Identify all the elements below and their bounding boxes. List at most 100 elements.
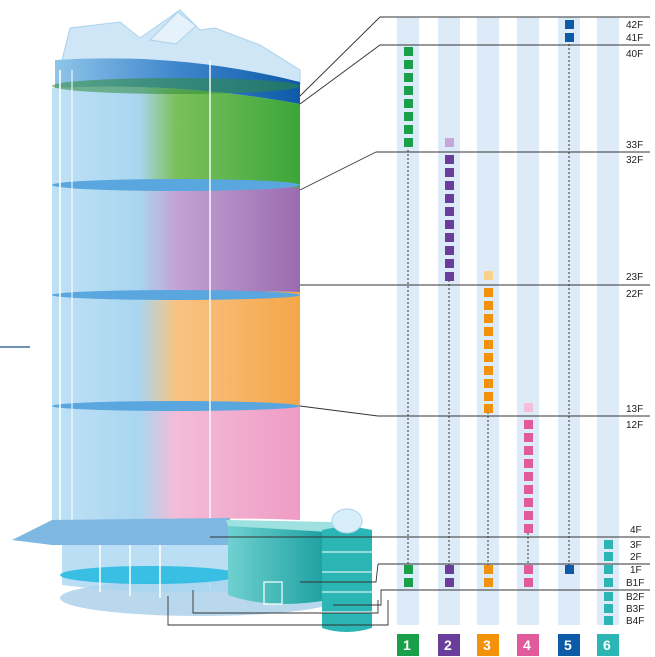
badge-2	[438, 634, 460, 656]
badge-6	[597, 634, 619, 656]
stop	[524, 403, 533, 412]
podium-front	[228, 520, 328, 604]
stop	[604, 552, 613, 561]
label-b2f: B2F	[626, 592, 644, 603]
badge-5	[558, 634, 580, 656]
stop	[445, 233, 454, 242]
stop	[524, 511, 533, 520]
label-1f: 1F	[630, 565, 642, 576]
label-33f: 33F	[626, 140, 643, 151]
leader-40f	[299, 44, 397, 105]
stops-3	[484, 271, 493, 587]
stops-4	[524, 403, 533, 587]
bank-badges: 1 2 3 4 5 6	[397, 634, 619, 656]
label-12f: 12F	[626, 420, 643, 431]
floor-labels: 42F 41F 40F 33F 32F 23F 22F 13F 12F 4F 3…	[626, 20, 644, 627]
label-2f: 2F	[630, 552, 642, 563]
badge-5-number: 5	[564, 637, 572, 653]
stop	[524, 565, 533, 574]
badge-1	[397, 634, 419, 656]
stop	[524, 472, 533, 481]
floor-plate	[52, 290, 300, 300]
stop	[484, 340, 493, 349]
stop	[524, 498, 533, 507]
badge-4	[517, 634, 539, 656]
leader-b1f	[333, 589, 390, 606]
roof-fin	[148, 11, 197, 45]
stop	[524, 420, 533, 429]
label-41f: 41F	[626, 33, 643, 44]
floor-plate	[52, 401, 300, 411]
label-b1f: B1F	[626, 578, 644, 589]
stop	[404, 578, 413, 587]
stop	[484, 271, 493, 280]
floor-rules	[167, 16, 650, 626]
stop	[445, 168, 454, 177]
stop	[484, 301, 493, 310]
lobby-canopy	[12, 518, 230, 545]
stop	[404, 73, 413, 82]
shaft-bg-1	[397, 17, 419, 625]
stop	[404, 565, 413, 574]
stop	[404, 47, 413, 56]
stop	[404, 86, 413, 95]
stop	[404, 60, 413, 69]
stop	[524, 578, 533, 587]
stop	[484, 353, 493, 362]
stop	[484, 288, 493, 297]
stop	[604, 578, 613, 587]
stop	[484, 327, 493, 336]
stop	[445, 578, 454, 587]
stop	[524, 485, 533, 494]
stop	[484, 314, 493, 323]
leader-32f	[299, 151, 377, 191]
travel-lines	[407, 44, 570, 566]
stop	[445, 181, 454, 190]
shaft-bg-6	[597, 17, 619, 625]
badge-1-number: 1	[403, 637, 411, 653]
stop	[445, 246, 454, 255]
zone-pink	[52, 404, 300, 526]
label-22f: 22F	[626, 289, 643, 300]
label-32f: 32F	[626, 155, 643, 166]
building-illustration	[0, 9, 372, 632]
stop	[524, 446, 533, 455]
stop	[445, 207, 454, 216]
floor-plate	[52, 78, 300, 94]
leader-base	[167, 596, 389, 626]
label-13f: 13F	[626, 404, 643, 415]
badge-4-number: 4	[523, 637, 531, 653]
stops-6	[604, 540, 613, 625]
stop	[445, 259, 454, 268]
stop	[445, 220, 454, 229]
podium-tower	[322, 527, 372, 632]
stop	[484, 379, 493, 388]
stop	[565, 33, 574, 42]
badge-6-number: 6	[603, 637, 611, 653]
stop	[445, 194, 454, 203]
label-b3f: B3F	[626, 604, 644, 615]
stop	[604, 592, 613, 601]
badge-3-number: 3	[483, 637, 491, 653]
stop	[524, 433, 533, 442]
floor-plate	[52, 179, 300, 191]
shaft-bg-4	[517, 17, 539, 625]
stops-1	[404, 47, 413, 587]
stop	[484, 565, 493, 574]
stop	[484, 404, 493, 413]
label-23f: 23F	[626, 272, 643, 283]
stop	[445, 272, 454, 281]
stops-5	[565, 20, 574, 574]
zone-purple	[52, 180, 300, 294]
zone-orange	[52, 291, 300, 406]
stop	[524, 524, 533, 533]
leader-basement	[192, 590, 379, 614]
stop	[404, 138, 413, 147]
stop	[604, 616, 613, 625]
leader-42f	[299, 16, 397, 97]
stop	[404, 99, 413, 108]
stop	[484, 392, 493, 401]
podium-dome	[331, 508, 363, 534]
stop	[604, 540, 613, 549]
